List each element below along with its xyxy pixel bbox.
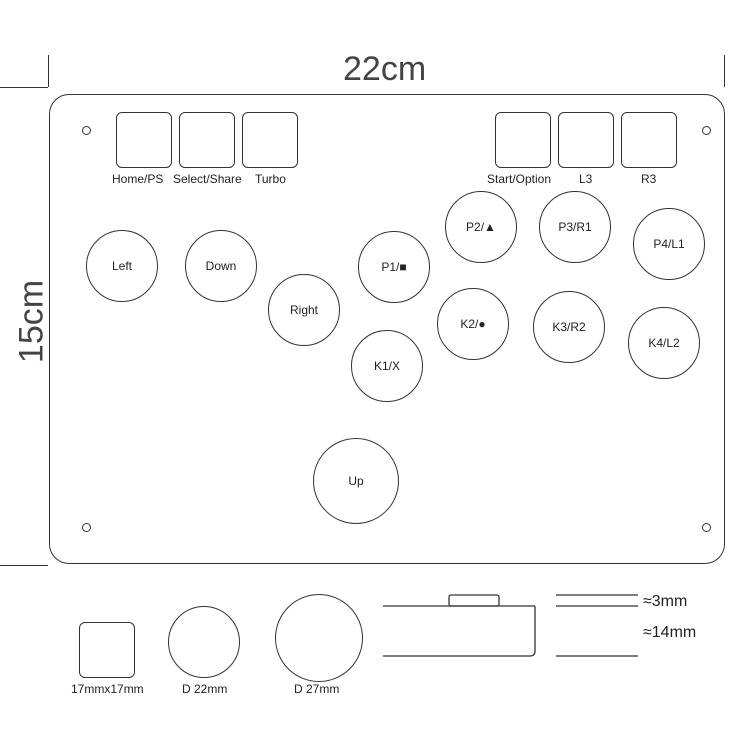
side-profile-button-cap xyxy=(448,594,500,607)
k2-button[interactable]: K2/● xyxy=(437,288,509,360)
legend-small-circle-label: D 22mm xyxy=(182,682,228,696)
width-dim-tick-left xyxy=(48,55,49,87)
l3-label: L3 xyxy=(579,172,593,186)
legend-square-label: 17mmx17mm xyxy=(71,682,144,696)
height-dimension-label: 15cm xyxy=(12,279,51,364)
side-profile-body xyxy=(383,606,536,657)
down-button[interactable]: Down xyxy=(185,230,257,302)
home-button[interactable] xyxy=(116,112,172,168)
k1-button[interactable]: K1/X xyxy=(351,330,423,402)
mounting-hole-bottom-left xyxy=(82,523,91,532)
mounting-hole-top-right xyxy=(702,126,711,135)
l3-button[interactable] xyxy=(558,112,614,168)
home-label: Home/PS xyxy=(112,172,164,186)
up-button[interactable]: Up xyxy=(313,438,399,524)
r3-button[interactable] xyxy=(621,112,677,168)
board-outline xyxy=(49,94,725,564)
width-dimension-label: 22cm xyxy=(343,50,427,88)
legend-large-circle-label: D 27mm xyxy=(294,682,340,696)
select-button[interactable] xyxy=(179,112,235,168)
mounting-hole-bottom-right xyxy=(702,523,711,532)
p3-button[interactable]: P3/R1 xyxy=(539,191,611,263)
legend-small-circle-sample xyxy=(168,606,240,678)
turbo-button[interactable] xyxy=(242,112,298,168)
legend-square-sample xyxy=(79,622,135,678)
width-dim-tick-right xyxy=(724,55,725,87)
thickness-body-label: ≈14mm xyxy=(643,624,697,641)
p4-button[interactable]: P4/L1 xyxy=(633,208,705,280)
turbo-label: Turbo xyxy=(255,172,286,186)
p1-button[interactable]: P1/■ xyxy=(358,231,430,303)
legend-large-circle-sample xyxy=(275,594,363,682)
k3-button[interactable]: K3/R2 xyxy=(533,291,605,363)
p2-button[interactable]: P2/▲ xyxy=(445,191,517,263)
start-label: Start/Option xyxy=(487,172,552,186)
k4-button[interactable]: K4/L2 xyxy=(628,307,700,379)
mounting-hole-top-left xyxy=(82,126,91,135)
right-button[interactable]: Right xyxy=(268,274,340,346)
left-button[interactable]: Left xyxy=(86,230,158,302)
r3-label: R3 xyxy=(641,172,657,186)
select-label: Select/Share xyxy=(173,172,242,186)
height-dim-tick-top xyxy=(0,87,48,88)
height-dim-tick-bottom xyxy=(0,565,48,566)
start-button[interactable] xyxy=(495,112,551,168)
thickness-top-label: ≈3mm xyxy=(643,593,688,610)
side-profile-drawing xyxy=(383,594,638,657)
